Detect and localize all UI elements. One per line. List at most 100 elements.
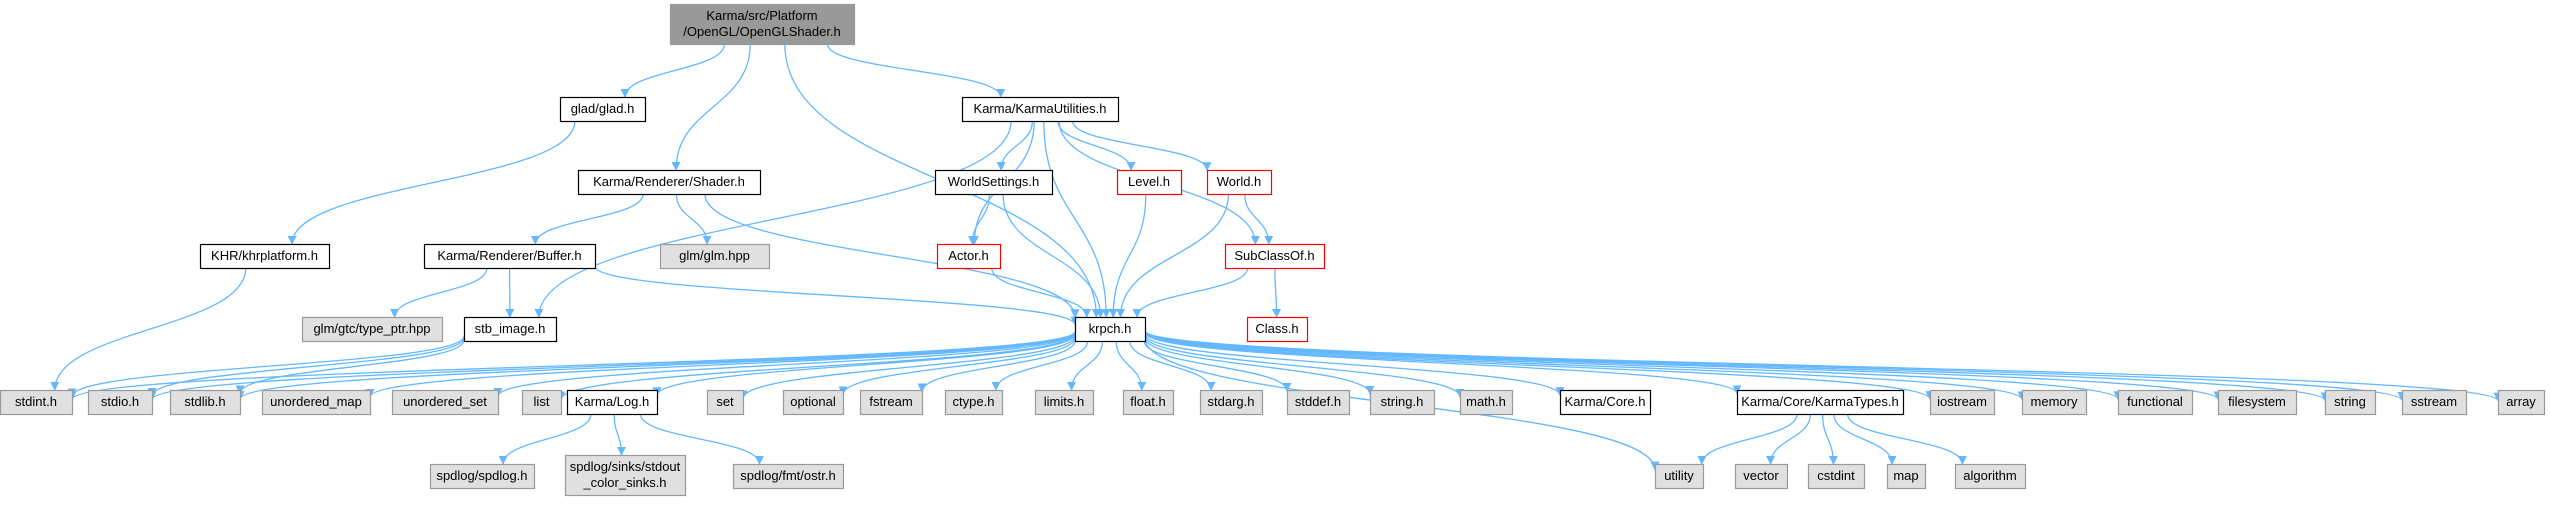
edge-group-stbimage-to-stdint bbox=[67, 335, 465, 398]
node-label-level-0: Level.h bbox=[1128, 174, 1170, 189]
node-label-limits-0: limits.h bbox=[1044, 394, 1084, 409]
edge-group-shader-to-buffer bbox=[530, 193, 644, 245]
node-karmautil[interactable]: Karma/KarmaUtilities.h bbox=[961, 96, 1120, 123]
node-subclassof[interactable]: SubClassOf.h bbox=[1224, 243, 1326, 270]
edge-group-karmalog-to-spdlog bbox=[498, 413, 592, 465]
node-spdlogsinks: spdlog/sinks/stdout_color_sinks.h bbox=[564, 454, 687, 497]
node-memory: memory bbox=[2021, 389, 2088, 416]
node-label-algorithm-0: algorithm bbox=[1963, 468, 2016, 483]
node-stbimage[interactable]: stb_image.h bbox=[463, 316, 558, 343]
edge-group-karmautil-to-krpch bbox=[1043, 120, 1111, 318]
node-level[interactable]: Level.h bbox=[1116, 169, 1183, 196]
node-box-algorithm bbox=[1954, 463, 2027, 490]
node-label-unordered_map-0: unordered_map bbox=[270, 394, 362, 409]
node-label-ctype-0: ctype.h bbox=[953, 394, 995, 409]
edge-group-karmatypes-to-map bbox=[1833, 413, 1897, 465]
node-root[interactable]: Karma/src/Platform/OpenGL/OpenGLShader.h bbox=[669, 3, 856, 46]
node-label-stbimage-0: stb_image.h bbox=[475, 321, 546, 336]
node-shader[interactable]: Karma/Renderer/Shader.h bbox=[577, 169, 762, 196]
node-typeptr: glm/gtc/type_ptr.hpp bbox=[301, 316, 444, 343]
edge-group-krpch-to-functional bbox=[1144, 330, 2123, 401]
node-box-fstream bbox=[859, 389, 924, 416]
node-box-class bbox=[1246, 316, 1309, 343]
node-worldsettings[interactable]: WorldSettings.h bbox=[934, 169, 1054, 196]
node-box-unordered_map bbox=[261, 389, 372, 416]
edge-group-krpch-to-karmatypes bbox=[1144, 332, 1742, 395]
edge-stbimage-to-stdio bbox=[147, 337, 465, 397]
edge-group-krpch-to-stdarg bbox=[1129, 340, 1216, 391]
node-label-utility-0: utility bbox=[1664, 468, 1694, 483]
node-glm: glm/glm.hpp bbox=[659, 243, 771, 270]
node-vector: vector bbox=[1734, 463, 1789, 490]
node-stdint: stdint.h bbox=[0, 389, 74, 416]
node-box-shader bbox=[577, 169, 762, 196]
node-label-karmatypes-0: Karma/Core/KarmaTypes.h bbox=[1741, 394, 1899, 409]
edge-group-karmalog-to-spdlogsinks bbox=[613, 413, 626, 456]
node-box-math bbox=[1459, 389, 1514, 416]
node-label-karmacore-0: Karma/Core.h bbox=[1565, 394, 1646, 409]
edge-worldsettings-to-krpch bbox=[1002, 193, 1106, 318]
edge-group-worldsettings-to-krpch bbox=[1002, 193, 1106, 318]
node-box-karmautil bbox=[961, 96, 1120, 123]
edge-krpch-to-filesystem bbox=[1144, 330, 2223, 401]
edge-group-krpch-to-sstream bbox=[1144, 330, 2407, 402]
edge-group-krpch-to-iostream bbox=[1144, 331, 1935, 401]
node-krpch[interactable]: krpch.h bbox=[1074, 316, 1147, 343]
edge-krpch-to-list bbox=[556, 333, 1076, 401]
node-label-map-0: map bbox=[1893, 468, 1918, 483]
node-box-stddef bbox=[1286, 389, 1351, 416]
node-box-float bbox=[1122, 389, 1175, 416]
node-class[interactable]: Class.h bbox=[1246, 316, 1309, 343]
node-label-worldsettings-0: WorldSettings.h bbox=[948, 174, 1040, 189]
node-box-cstdint bbox=[1807, 463, 1866, 490]
node-box-filesystem bbox=[2217, 389, 2298, 416]
edge-group-krpch-to-string_h bbox=[1144, 337, 1375, 395]
node-math: math.h bbox=[1459, 389, 1514, 416]
edge-karmautil-to-level bbox=[1057, 120, 1136, 171]
edge-group-krpch-to-float bbox=[1115, 340, 1147, 391]
node-label-cstdint-0: cstdint bbox=[1817, 468, 1855, 483]
node-label-array-0: array bbox=[2506, 394, 2536, 409]
node-world[interactable]: World.h bbox=[1206, 169, 1273, 196]
node-label-glad-0: glad/glad.h bbox=[571, 101, 635, 116]
node-box-stdlib bbox=[169, 389, 242, 416]
edge-stbimage-to-stdint bbox=[67, 335, 465, 398]
edge-group-karmalog-to-spdlogfmt bbox=[639, 413, 764, 465]
node-label-root-0: Karma/src/Platform bbox=[706, 8, 817, 23]
node-string: string bbox=[2324, 389, 2377, 416]
edge-group-krpch-to-fstream bbox=[917, 340, 1076, 393]
node-karmacore[interactable]: Karma/Core.h bbox=[1559, 389, 1652, 416]
node-spdlogfmt: spdlog/fmt/ostr.h bbox=[732, 463, 845, 490]
node-label-shader-0: Karma/Renderer/Shader.h bbox=[593, 174, 745, 189]
edge-group-stbimage-to-stdio bbox=[147, 337, 465, 397]
edge-group-krpch-to-filesystem bbox=[1144, 330, 2223, 401]
node-box-typeptr bbox=[301, 316, 444, 343]
node-buffer[interactable]: Karma/Renderer/Buffer.h bbox=[423, 243, 597, 270]
node-box-level bbox=[1116, 169, 1183, 196]
node-box-spdlogsinks bbox=[564, 454, 687, 497]
edge-group-root-to-shader bbox=[671, 43, 751, 171]
node-karmatypes[interactable]: Karma/Core/KarmaTypes.h bbox=[1736, 389, 1905, 416]
node-box-spdlog bbox=[429, 463, 536, 490]
node-karmalog[interactable]: Karma/Log.h bbox=[566, 389, 659, 416]
node-box-stbimage bbox=[463, 316, 558, 343]
node-box-buffer bbox=[423, 243, 597, 270]
node-box-utility bbox=[1654, 463, 1705, 490]
edge-krpch-to-karmalog bbox=[652, 333, 1076, 397]
node-label-stddef-0: stddef.h bbox=[1295, 394, 1341, 409]
node-sstream: sstream bbox=[2401, 389, 2468, 416]
node-box-glad bbox=[559, 96, 647, 123]
node-khr[interactable]: KHR/khrplatform.h bbox=[199, 243, 331, 270]
node-box-glm bbox=[659, 243, 771, 270]
node-actor[interactable]: Actor.h bbox=[936, 243, 1002, 270]
node-box-ctype bbox=[944, 389, 1004, 416]
node-box-string_h bbox=[1369, 389, 1436, 416]
node-label-string-0: string bbox=[2334, 394, 2366, 409]
edge-group-krpch-to-karmacore bbox=[1144, 333, 1565, 397]
edge-group-level-to-krpch bbox=[1108, 193, 1147, 318]
edge-karmautil-to-stbimage bbox=[534, 120, 1012, 318]
edge-krpch-to-iostream bbox=[1144, 331, 1935, 401]
node-glad[interactable]: glad/glad.h bbox=[559, 96, 647, 123]
node-string_h: string.h bbox=[1369, 389, 1436, 416]
node-box-iostream bbox=[1929, 389, 1996, 416]
